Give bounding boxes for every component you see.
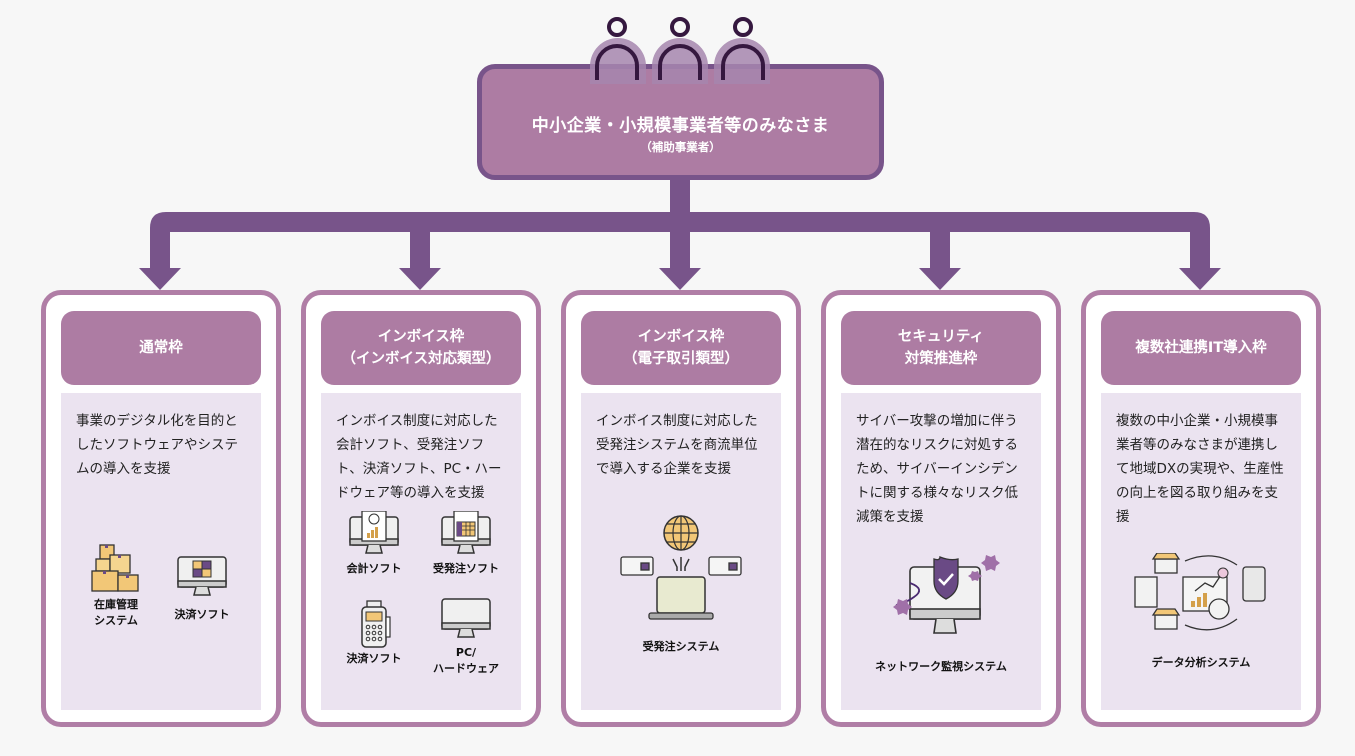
payment-terminal-icon bbox=[361, 600, 391, 648]
card-body: 複数の中小企業・小規模事業者等のみなさまが連携して地域DXの実現や、生産性の向上… bbox=[1101, 393, 1301, 710]
icon-item-payment-terminal: 決済ソフト bbox=[329, 599, 419, 667]
card-body: インボイス制度に対応した受発注システムを商流単位で導入する企業を支援 受発注シス… bbox=[581, 393, 781, 710]
card-invoice-type: インボイス枠 （インボイス対応類型） インボイス制度に対応した会計ソフト、受発注… bbox=[301, 290, 541, 727]
audience-subtitle: （補助事業者） bbox=[640, 140, 721, 154]
card-title: インボイス枠 （インボイス対応類型） bbox=[321, 311, 521, 385]
card-title: セキュリティ 対策推進枠 bbox=[841, 311, 1041, 385]
icon-label: 在庫管理 システム bbox=[94, 598, 138, 627]
connector-arrows bbox=[139, 178, 1221, 290]
icon-item-order: 受発注ソフト bbox=[421, 511, 511, 577]
card-title: 通常枠 bbox=[61, 311, 261, 385]
card-description: インボイス制度に対応した受発注システムを商流単位で導入する企業を支援 bbox=[596, 413, 758, 477]
icon-label: 決済ソフト bbox=[174, 608, 230, 621]
trunk-line bbox=[670, 178, 690, 214]
card-body: サイバー攻撃の増加に伴う潜在的なリスクに対処するため、サイバーインシデントに関す… bbox=[841, 393, 1041, 710]
icon-label: 受発注システム bbox=[642, 640, 720, 653]
icon-label: 決済ソフト bbox=[346, 652, 402, 665]
card-title: 複数社連携IT導入枠 bbox=[1101, 311, 1301, 385]
card-invoice-electronic: インボイス枠 （電子取引類型） インボイス制度に対応した受発注システムを商流単位… bbox=[561, 290, 801, 727]
icon-item-order-system: 受発注システム bbox=[611, 513, 751, 655]
card-regular: 通常枠 事業のデジタル化を目的としたソフトウェアやシステムの導入を支援 在庫管理… bbox=[41, 290, 281, 727]
icon-item-data-analysis: データ分析システム bbox=[1121, 553, 1281, 671]
icon-label: ネットワーク監視システム bbox=[875, 660, 1007, 673]
people-icon bbox=[590, 17, 770, 84]
icon-label: PC/ ハードウェア bbox=[433, 646, 499, 675]
arrow-2 bbox=[399, 230, 441, 290]
card-description: インボイス制度に対応した会計ソフト、受発注ソフト、決済ソフト、PC・ハードウェア… bbox=[336, 413, 502, 501]
audience-title: 中小企業・小規模事業者等のみなさま bbox=[531, 116, 830, 136]
icon-item-inventory: 在庫管理 システム bbox=[71, 543, 161, 629]
card-body: インボイス制度に対応した会計ソフト、受発注ソフト、決済ソフト、PC・ハードウェア… bbox=[321, 393, 521, 710]
icon-label: データ分析システム bbox=[1151, 656, 1251, 669]
card-description: 複数の中小企業・小規模事業者等のみなさまが連携して地域DXの実現や、生産性の向上… bbox=[1116, 413, 1284, 525]
calculator-monitor-icon bbox=[177, 556, 227, 596]
arrow-5 bbox=[1179, 230, 1221, 290]
icon-label: 会計ソフト bbox=[346, 562, 402, 575]
icon-label: 受発注ソフト bbox=[433, 562, 499, 575]
order-monitor-icon bbox=[441, 511, 491, 554]
card-title: インボイス枠 （電子取引類型） bbox=[581, 311, 781, 385]
card-description: サイバー攻撃の増加に伴う潜在的なリスクに対処するため、サイバーインシデントに関す… bbox=[856, 413, 1018, 525]
card-security: セキュリティ 対策推進枠 サイバー攻撃の増加に伴う潜在的なリスクに対処するため、… bbox=[821, 290, 1061, 727]
shield-monitor-icon bbox=[893, 555, 1000, 634]
card-multi-company: 複数社連携IT導入枠 複数の中小企業・小規模事業者等のみなさまが連携して地域DX… bbox=[1081, 290, 1321, 727]
globe-laptop-icon bbox=[620, 515, 742, 620]
data-analysis-icon bbox=[1134, 553, 1266, 631]
icon-item-network-monitor: ネットワーク監視システム bbox=[861, 553, 1021, 675]
card-body: 事業のデジタル化を目的としたソフトウェアやシステムの導入を支援 在庫管理 システ… bbox=[61, 393, 261, 710]
pc-monitor-icon bbox=[441, 598, 491, 638]
icon-item-pc: PC/ ハードウェア bbox=[421, 597, 511, 677]
card-description: 事業のデジタル化を目的としたソフトウェアやシステムの導入を支援 bbox=[76, 413, 238, 477]
arrow-1 bbox=[139, 230, 181, 290]
accounting-monitor-icon bbox=[349, 511, 399, 554]
icon-item-accounting: 会計ソフト bbox=[329, 511, 419, 577]
arrow-4 bbox=[919, 230, 961, 290]
arrow-3 bbox=[659, 210, 701, 290]
target-audience-box: 中小企業・小規模事業者等のみなさま （補助事業者） bbox=[477, 64, 884, 180]
icon-item-payment: 決済ソフト bbox=[157, 555, 247, 623]
boxes-inventory-icon bbox=[91, 544, 139, 592]
